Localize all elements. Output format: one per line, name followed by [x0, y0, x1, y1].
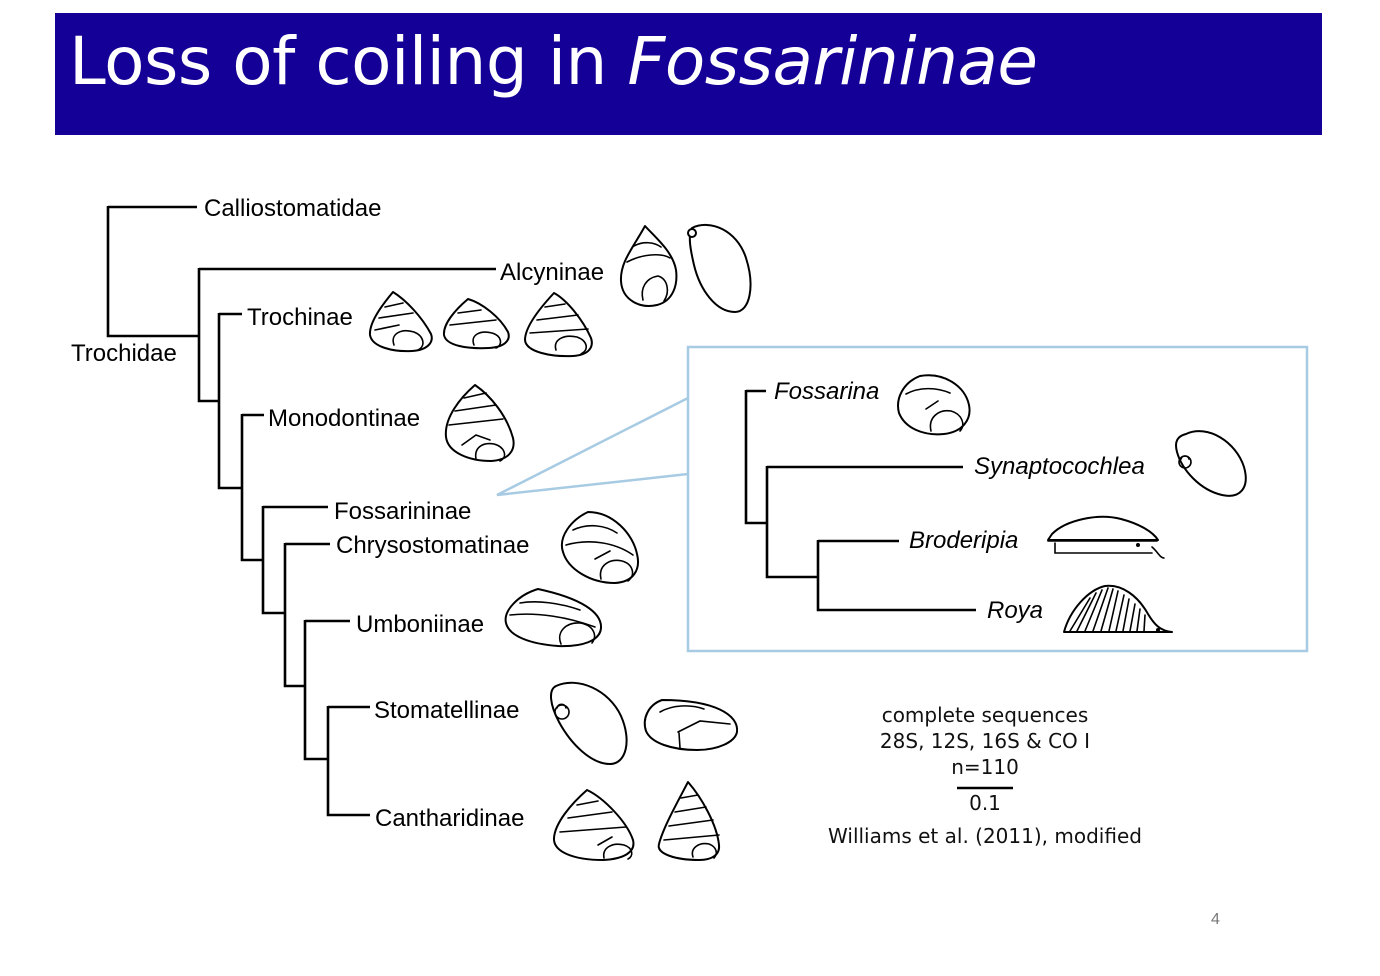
- tree-root-label: Trochidae: [71, 340, 177, 367]
- conical-shell-icon: [368, 291, 433, 353]
- taxon-label-chrysostomatinae: Chrysostomatinae: [336, 532, 529, 559]
- conical-shell-icon: [657, 781, 721, 861]
- note-line-1: complete sequences: [882, 703, 1089, 727]
- main-tree-branches: [106, 205, 496, 817]
- inset-taxon-label-fossarina: Fossarina: [774, 378, 879, 405]
- conical-shell-icon: [897, 374, 971, 436]
- title-bar: Loss of coiling in Fossarininae: [55, 13, 1322, 135]
- note-line-2: 28S, 12S, 16S & CO I: [880, 729, 1090, 753]
- conical-shell-icon: [552, 789, 635, 861]
- inset-taxon-label-synaptocochlea: Synaptocochlea: [974, 453, 1145, 480]
- flat-ear-shell-icon: [504, 588, 603, 648]
- page-number: 4: [1211, 911, 1220, 928]
- slide-title: Loss of coiling in Fossarininae: [69, 29, 1038, 95]
- title-main: Loss of coiling in: [69, 23, 628, 100]
- ear-shell-icon: [550, 681, 628, 765]
- taxon-label-calliostomatidae: Calliostomatidae: [204, 195, 381, 222]
- conical-shell-icon: [524, 292, 593, 358]
- conical-shell-icon: [442, 298, 510, 350]
- taxon-label-umboniinae: Umboniinae: [356, 611, 484, 638]
- callout-pointer: [496, 396, 689, 497]
- conical-shell-icon: [560, 511, 639, 584]
- taxon-label-monodontinae: Monodontinae: [268, 405, 420, 432]
- citation: Williams et al. (2011), modified: [828, 824, 1142, 848]
- inset-tree-branches: [744, 389, 976, 612]
- scale-bar-value: 0.1: [969, 791, 1001, 815]
- ear-shell-icon: [1175, 430, 1247, 497]
- title-italic: Fossarininae: [627, 23, 1038, 100]
- conical-shell-icon: [619, 225, 678, 307]
- inset-taxon-label-roya: Roya: [987, 597, 1043, 624]
- taxon-label-alcyninae: Alcyninae: [500, 259, 604, 286]
- conical-shell-icon: [444, 384, 515, 462]
- callout: [496, 345, 1309, 653]
- ear-shell-icon: [687, 223, 752, 313]
- taxon-label-cantharidinae: Cantharidinae: [375, 805, 524, 832]
- cap-shell-icon: [1047, 515, 1165, 559]
- inset-box: [686, 345, 1309, 653]
- taxon-label-stomatellinae: Stomatellinae: [374, 697, 519, 724]
- taxon-label-trochinae: Trochinae: [247, 304, 353, 331]
- inset-taxon-label-broderipia: Broderipia: [909, 527, 1018, 554]
- limpet-shell-icon: [1063, 584, 1173, 633]
- flat-ear-shell-icon: [643, 699, 739, 751]
- note-line-3: n=110: [951, 755, 1019, 779]
- taxon-label-fossarininae: Fossarininae: [334, 498, 471, 525]
